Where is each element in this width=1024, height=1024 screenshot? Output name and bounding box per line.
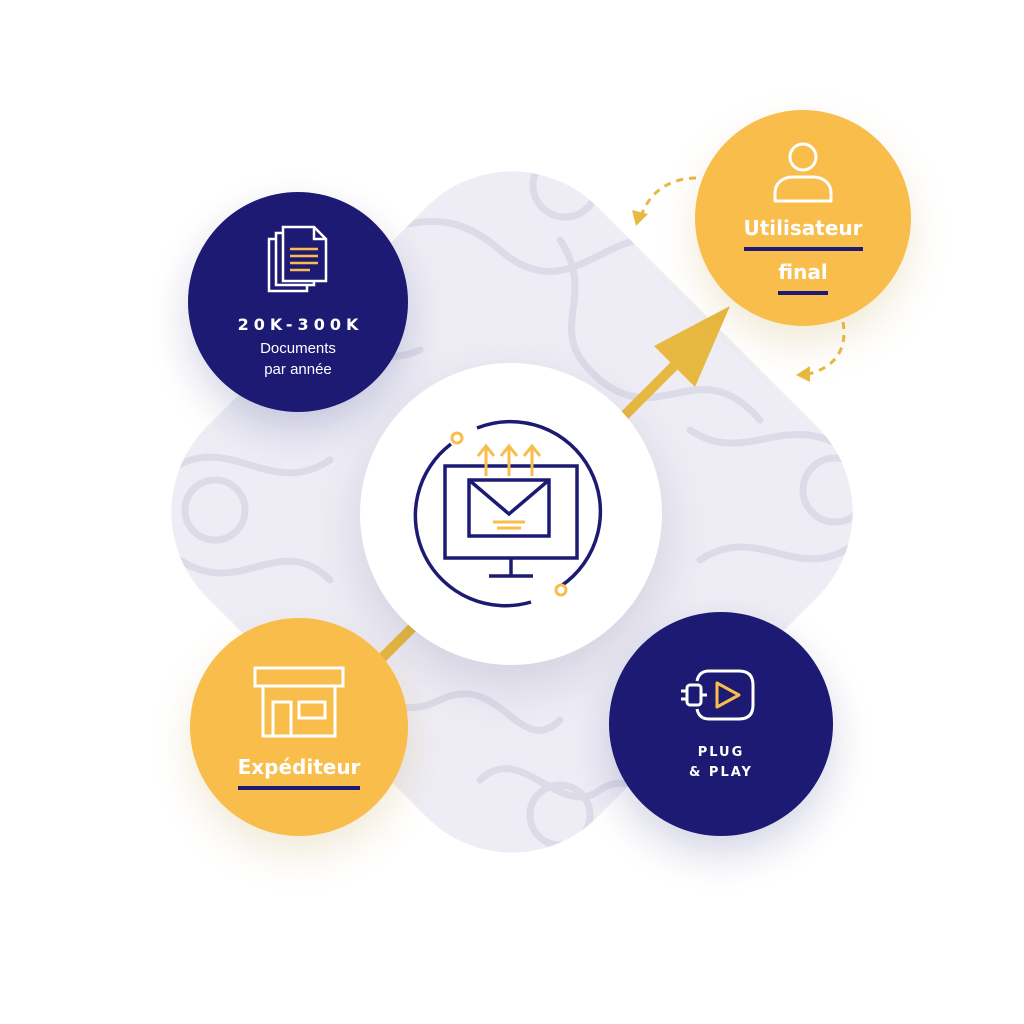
- end-user-label-line-1: Utilisateur: [743, 215, 863, 251]
- plug-play-label: PLUG & PLAY: [689, 743, 753, 783]
- dashed-arrow-top: [640, 176, 697, 215]
- documents-node: 20K-300K Documents par année: [188, 192, 408, 412]
- plug-play-label-line-1: PLUG: [697, 745, 745, 760]
- documents-label: Documents par année: [260, 338, 336, 380]
- documents-label-line-1: Documents: [260, 339, 336, 357]
- user-icon: [773, 142, 833, 203]
- puzzle-line: [556, 236, 764, 424]
- end-user-node: Utilisateur final: [695, 110, 911, 326]
- puzzle-line: [176, 556, 334, 584]
- arrowhead-icon: [654, 306, 730, 387]
- puzzle-line: [696, 536, 864, 564]
- plug-play-label-line-2: & PLAY: [689, 765, 753, 780]
- dashed-arrow-bottom: [807, 321, 846, 376]
- sender-label: Expéditeur: [237, 754, 361, 790]
- center-node: [360, 363, 662, 665]
- plug-play-node: PLUG & PLAY: [609, 612, 833, 836]
- dashed-arrowhead-bottom-icon: [796, 366, 810, 382]
- puzzle-line: [166, 453, 334, 477]
- dashed-arrowhead-top-icon: [632, 210, 648, 226]
- documents-count: 20K-300K: [237, 314, 364, 334]
- plug-play-icon: [681, 669, 755, 721]
- sender-node: Expéditeur: [190, 618, 408, 836]
- puzzle-knob: [181, 476, 249, 544]
- monitor-email-upload-icon: [413, 419, 603, 608]
- storefront-icon: [253, 666, 345, 738]
- documents-label-line-2: par année: [264, 360, 332, 378]
- end-user-label-line-2: final: [778, 259, 828, 295]
- document-stack-icon: [267, 225, 328, 292]
